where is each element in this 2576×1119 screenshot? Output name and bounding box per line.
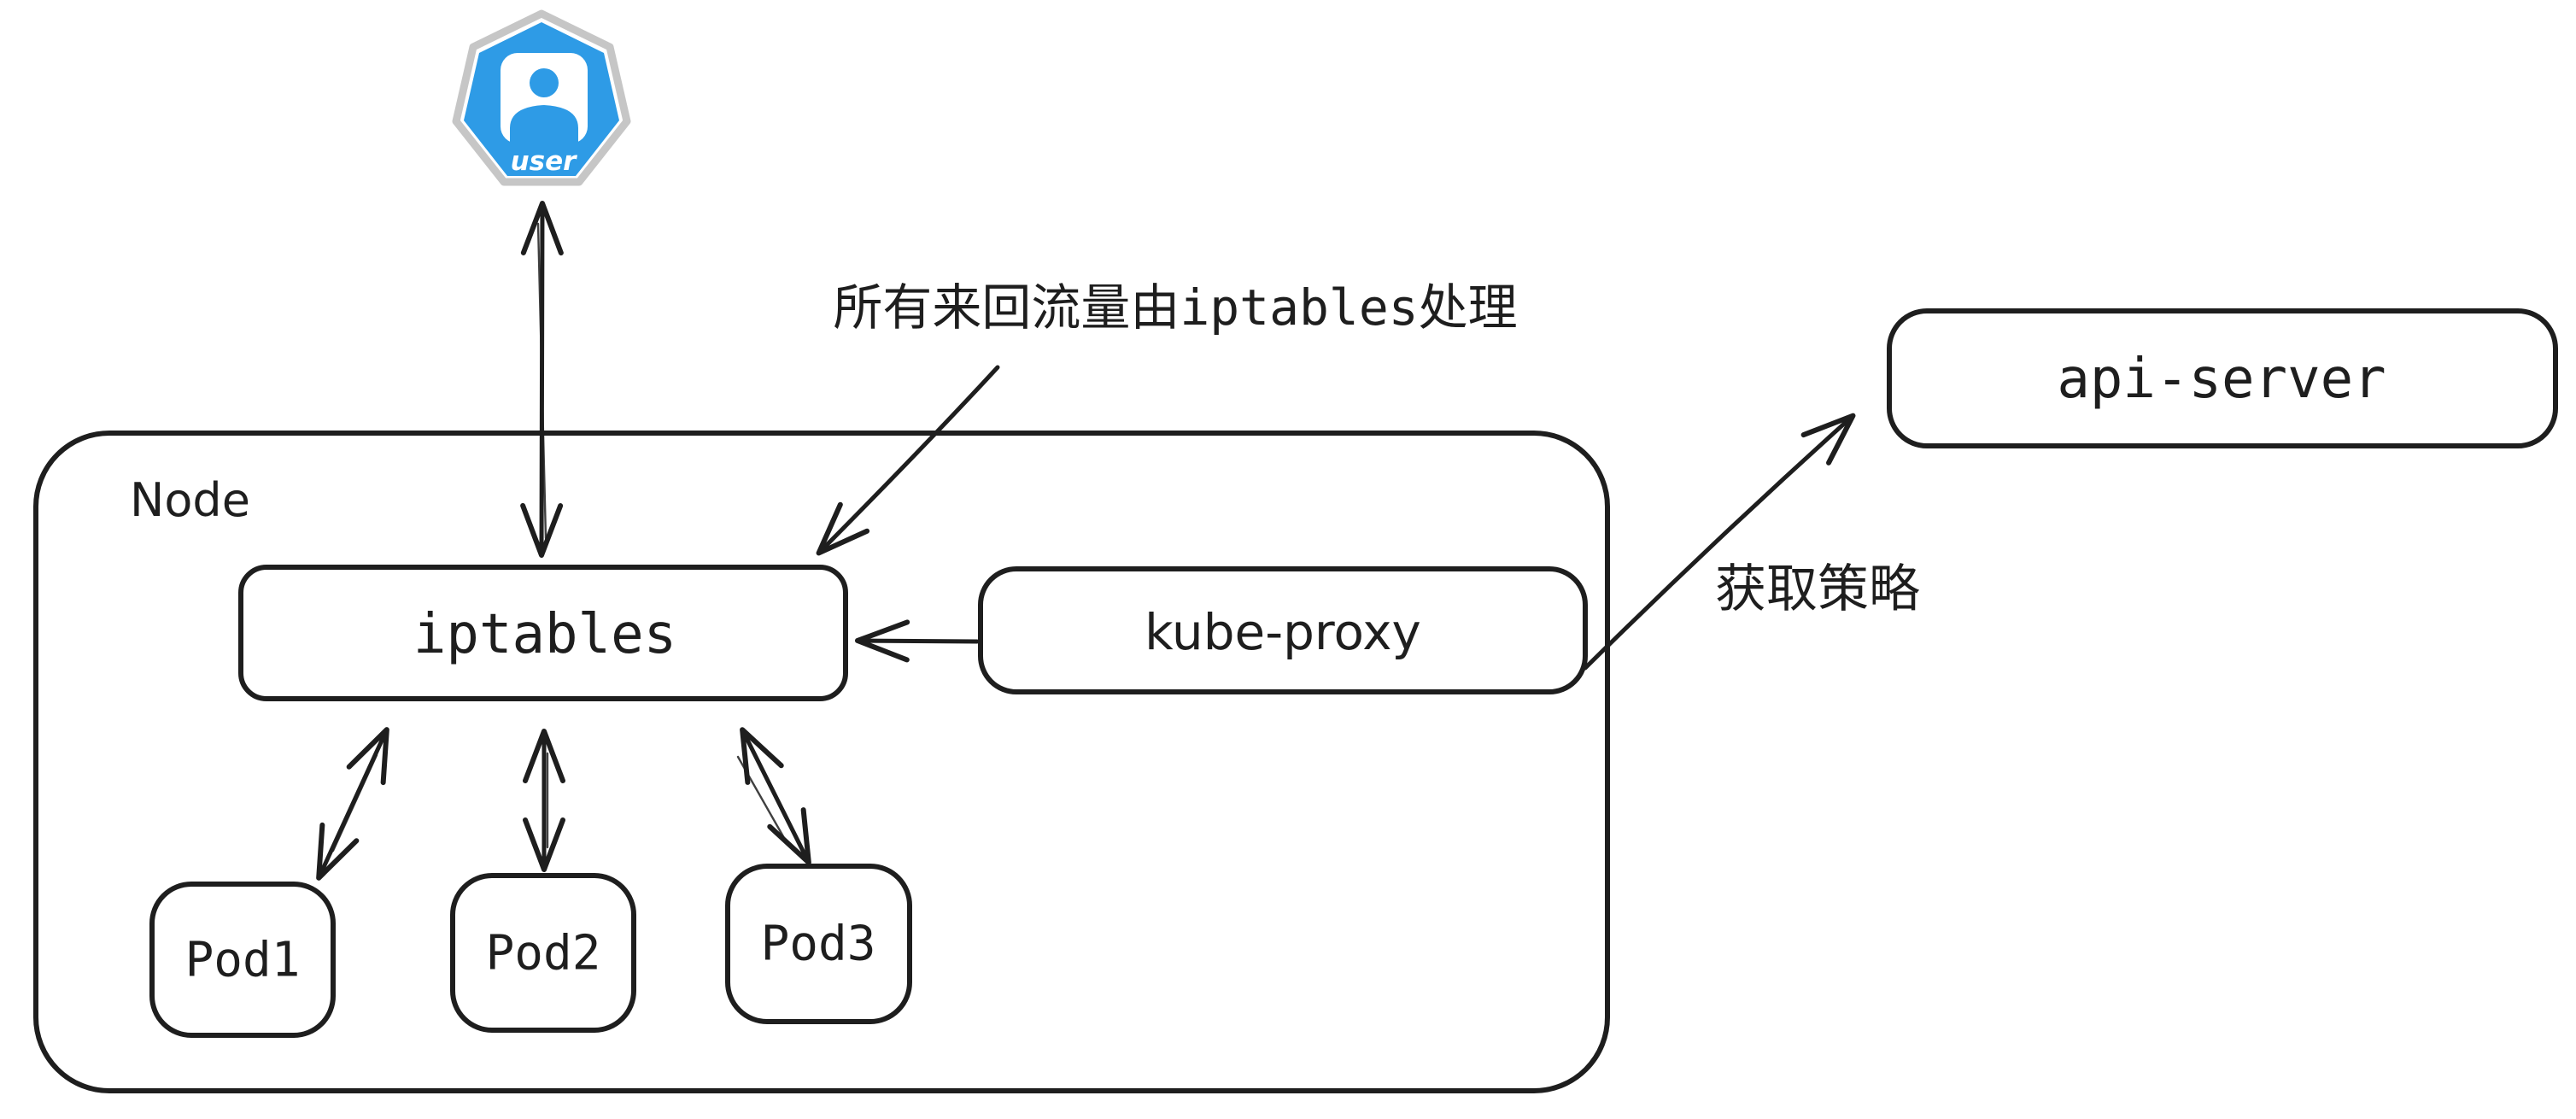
user-avatar-head <box>530 68 559 97</box>
edges <box>316 201 1856 881</box>
api-server-group: api-server <box>1887 308 2558 448</box>
api-server-box <box>1887 308 2558 448</box>
edge-iptables-pod1-sketch <box>331 753 378 852</box>
pod-box <box>725 864 912 1024</box>
edge-annotation-iptables <box>816 365 1000 556</box>
iptables-group: iptables <box>238 565 848 701</box>
pod3-group: Pod3 <box>725 864 912 1024</box>
pod-box <box>450 873 636 1033</box>
user-icon: user <box>452 9 631 186</box>
user-avatar-body <box>510 105 578 144</box>
pod-label: Pod2 <box>486 926 601 981</box>
pod-box <box>149 882 336 1038</box>
kube-proxy-label: kube-proxy <box>1145 603 1421 661</box>
node-box <box>33 431 1610 1093</box>
node-label: Node <box>130 473 250 527</box>
kube-proxy-box <box>978 566 1588 694</box>
user-label: user <box>511 146 578 177</box>
edge-kube-proxy-iptables <box>855 619 980 663</box>
pod-label: Pod1 <box>185 933 301 988</box>
iptables-label: iptables <box>413 603 676 666</box>
edge-user-iptables-sketch <box>536 222 547 540</box>
pod2-group: Pod2 <box>450 873 636 1033</box>
pod-label: Pod3 <box>761 917 876 972</box>
node-group: Node <box>33 431 1610 1093</box>
edge-kube-proxy-api-server <box>1583 413 1856 671</box>
api-server-label: api-server <box>2057 348 2386 411</box>
annotation-traffic: 所有来回流量由iptables处理 <box>833 278 1517 337</box>
pod1-group: Pod1 <box>149 882 336 1038</box>
edge-iptables-pod3 <box>740 727 811 865</box>
kube-proxy-group: kube-proxy <box>978 566 1588 694</box>
edge-iptables-pod1 <box>316 727 389 881</box>
annotation-policy: 获取策略 <box>1715 560 1920 619</box>
iptables-box <box>238 565 848 701</box>
edge-iptables-pod3-sketch <box>736 755 789 846</box>
